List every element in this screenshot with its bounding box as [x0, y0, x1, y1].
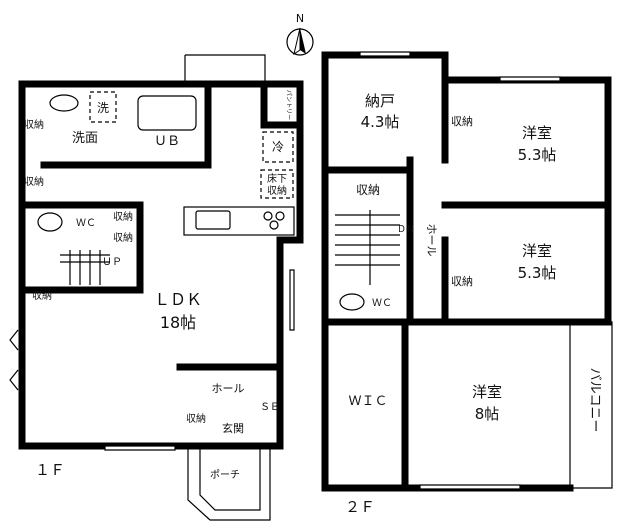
western-room-3-label: 洋室: [472, 383, 502, 401]
hall-label: ホール: [425, 224, 438, 257]
down-label: ＤＮ: [397, 225, 415, 235]
storage-label: 収納: [24, 118, 44, 131]
storage-label: 収納: [186, 412, 206, 425]
floor2-label: ２Ｆ: [345, 498, 375, 516]
western-room-2-label: 洋室: [522, 242, 552, 260]
closet-room-size-label: 4.3帖: [361, 113, 400, 131]
storage-label: 収納: [451, 275, 473, 288]
washroom-label: 洗面: [72, 131, 98, 146]
floor1-labels: ＬＤＫ 18帖 洗面 洗 ＵＢ パントリー 冷 床下 収納 収納 収納 収納 収…: [24, 90, 292, 481]
floor2-labels: 納戸 4.3帖 洋室 5.3帖 洋室 5.3帖 洋室 8帖 収納 収納 収納 Ｗ…: [345, 92, 602, 516]
floor1-walls: [9, 54, 304, 521]
storage-label: 収納: [113, 210, 133, 223]
compass-north-label: N: [296, 12, 304, 25]
storage-label: 収納: [356, 183, 380, 197]
western-room-3-size-label: 8帖: [475, 405, 500, 423]
underfloor-storage-label: 収納: [267, 184, 287, 197]
walk-in-closet-label: ＷＩＣ: [348, 394, 387, 409]
porch-label: ポーチ: [210, 469, 240, 481]
bath-label: ＵＢ: [154, 134, 180, 149]
floor1-label: １Ｆ: [35, 461, 65, 479]
ldk-size-label: 18帖: [160, 313, 196, 332]
western-room-1-label: 洋室: [522, 124, 552, 142]
storage-label: 収納: [113, 231, 133, 244]
wc-label: ＷＣ: [76, 218, 96, 229]
storage-label: 収納: [24, 175, 44, 188]
western-room-1-size-label: 5.3帖: [518, 146, 557, 164]
storage-label: 収納: [451, 115, 473, 128]
closet-room-label: 納戸: [365, 92, 395, 110]
hall-label: ホール: [212, 382, 245, 395]
washer-label: 洗: [97, 101, 109, 115]
entrance-label: 玄関: [222, 421, 244, 435]
north-compass-icon: N: [286, 12, 314, 56]
underfloor-label: 床下: [267, 172, 287, 185]
wc-label: ＷＣ: [372, 298, 392, 309]
storage-label: 収納: [32, 289, 52, 302]
up-label: ＵＰ: [102, 257, 122, 268]
western-room-2-size-label: 5.3帖: [518, 264, 557, 282]
ldk-label: ＬＤＫ: [154, 290, 202, 309]
veranda-label: バルコニー: [587, 368, 602, 433]
fridge-label: 冷: [272, 140, 284, 154]
shoebox-label: ＳＢ: [260, 402, 280, 413]
floor2-walls: [321, 51, 613, 492]
pantry-label: パントリー: [285, 90, 292, 120]
